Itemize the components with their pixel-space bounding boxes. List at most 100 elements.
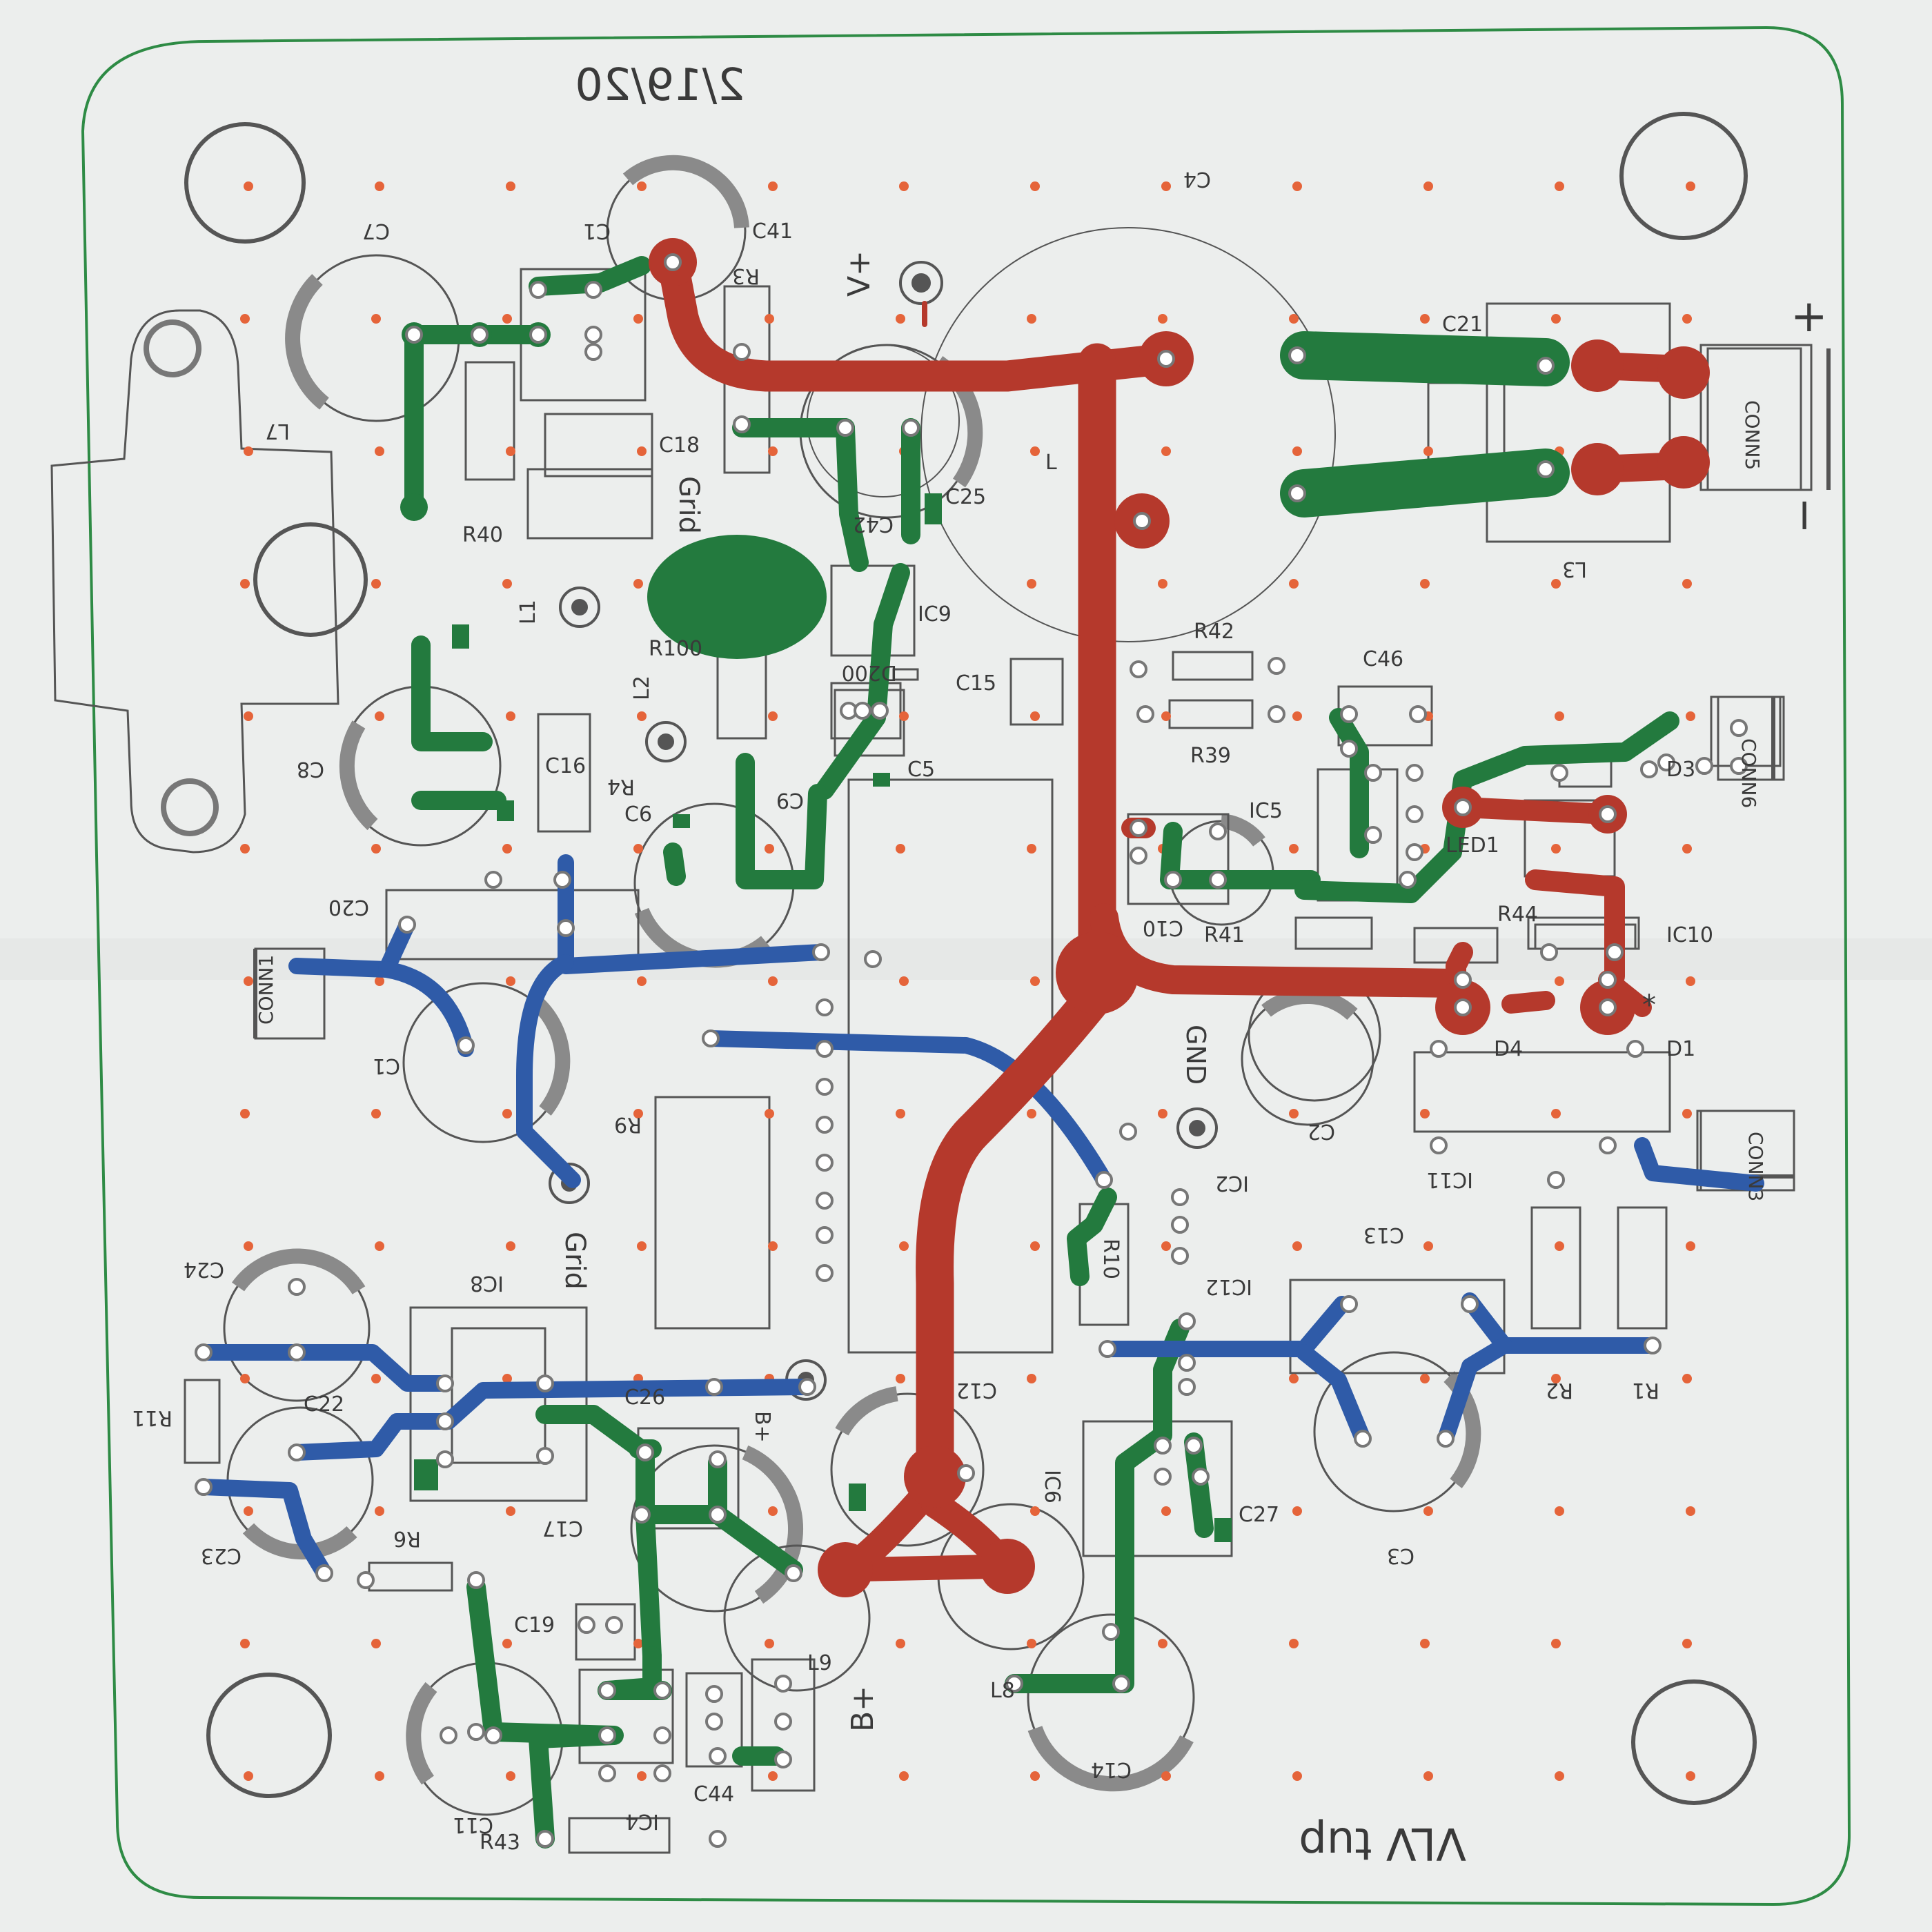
pad [1364,826,1382,844]
grid-dot [506,976,515,986]
pad [653,1682,671,1699]
pad [1461,1295,1479,1313]
label-ic9: IC9 [918,602,952,627]
grid-dot [240,844,250,854]
label-l1: L1 [516,600,540,624]
pad [1130,847,1147,865]
pad [471,326,489,344]
pad [1192,1468,1210,1486]
label-c23: C23 [201,1544,241,1568]
mounting-hole [206,1673,332,1798]
label-c14: C14 [1091,1757,1132,1782]
grid-dot [899,711,909,721]
label-c10: C10 [1143,916,1183,940]
pad [288,1443,306,1461]
label-b-plus-bot: B+ [845,1686,880,1732]
label-c9: C9 [776,788,804,812]
pad [1354,1430,1372,1448]
grid-dot [371,314,381,324]
label-r43: R43 [480,1831,520,1855]
grid-dot [1161,1506,1171,1516]
label-c21: C21 [1442,313,1483,337]
pad [584,343,602,361]
test-points [549,261,1218,1401]
grid-dot [896,844,905,854]
grid-dots [240,181,1695,1781]
pad [774,1675,792,1693]
pad [774,1713,792,1731]
grid-dot [1555,1506,1564,1516]
grid-dot [768,1506,778,1516]
grid-dot [240,314,250,324]
label-c3: C3 [1387,1544,1414,1568]
grid-dot [1551,1109,1561,1118]
label-c41: C41 [752,219,793,244]
grid-dot [1158,1109,1167,1118]
pad [1730,719,1748,737]
label-r100: R100 [649,637,702,661]
pad [553,871,571,889]
pad [1340,740,1358,758]
grid-dot [1289,844,1299,854]
grid-dot [1555,1771,1564,1781]
label-grid-mid: Grid [559,1232,591,1290]
grid-dot [896,1109,905,1118]
grid-dot [1555,181,1564,191]
grid-dot [502,844,512,854]
grid-dot [637,1771,647,1781]
grid-dot [1686,711,1695,721]
label-gnd: GND [1181,1025,1211,1085]
pad [584,281,602,299]
grid-dot [375,181,384,191]
pad [405,326,423,344]
pad [578,1616,595,1634]
pad [1606,943,1624,961]
pad [733,343,751,361]
grid-dot [1686,1506,1695,1516]
label-c20: C20 [328,895,369,919]
grid-dot [375,976,384,986]
pad [1209,871,1227,889]
grid-dot [375,711,384,721]
label-d3: D3 [1666,758,1695,782]
grid-dot [1682,314,1692,324]
pad [702,1029,720,1047]
testpoint-vplus [899,261,943,305]
grid-dot [1423,446,1433,456]
grid-dot [1686,181,1695,191]
grid-dot [1027,314,1036,324]
label-c24: C24 [184,1257,224,1281]
grid-dot [1027,1109,1036,1118]
mounting-hole [1619,112,1748,240]
label-c26: C26 [624,1386,665,1410]
pad [1268,705,1285,723]
grid-dot [240,1639,250,1648]
pad [598,1764,616,1782]
pad [1154,1437,1172,1455]
label-c4: C4 [1183,167,1211,191]
grid-dot [1420,1639,1430,1648]
pad [957,1464,975,1482]
grid-dot [1289,579,1299,589]
grid-dot [633,579,643,589]
pad [1130,819,1147,837]
grid-dot [371,1374,381,1383]
grid-dot [1420,579,1430,589]
grid-dot [375,1241,384,1251]
label-r39: R39 [1190,744,1231,768]
pad [1547,1171,1565,1189]
grid-dot [244,1771,253,1781]
label-l7: L7 [265,419,290,443]
handwritten-date: 2/19/20 [575,60,745,111]
label-c19: C19 [514,1613,555,1637]
pad [1640,760,1658,778]
grid-dot [371,579,381,589]
pad [1657,753,1675,771]
label-r41: R41 [1204,923,1245,947]
handwritten-signature: VLV tup [1299,1817,1466,1869]
pad [1599,971,1617,989]
pad [733,415,751,433]
label-c1-mid: C1 [373,1054,400,1078]
grid-dot [502,1639,512,1648]
